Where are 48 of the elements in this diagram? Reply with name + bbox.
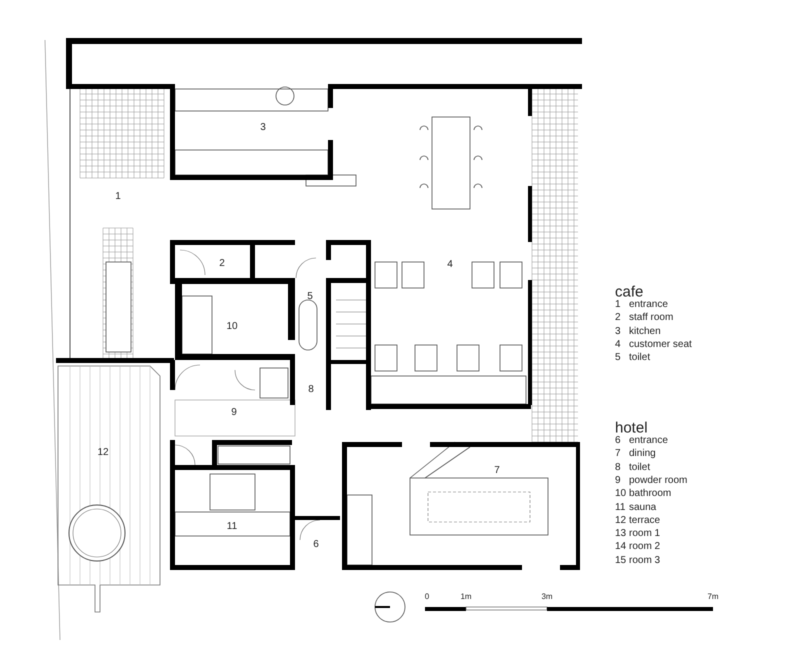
legend-number: 3 [615, 326, 621, 337]
room-number: 7 [494, 466, 500, 476]
legend-text: toilet [629, 462, 650, 473]
room-number: 10 [226, 322, 238, 332]
legend-number: 2 [615, 313, 621, 324]
room-number: 9 [231, 408, 237, 418]
legend-text: room 1 [629, 529, 660, 540]
legend-number: 8 [615, 462, 621, 473]
legend-text: bathroom [629, 489, 672, 500]
legend-number: 10 [615, 489, 626, 500]
scale-label: 0 [424, 593, 430, 601]
legend-number: 13 [615, 529, 626, 540]
legend-text: staff room [629, 313, 674, 324]
room-number: 4 [447, 260, 453, 270]
legend-number: 7 [615, 449, 621, 460]
legend-text: kitchen [629, 326, 661, 337]
legend-heading: hotel [615, 420, 648, 436]
scale-label: 1m [460, 593, 472, 601]
legend-number: 15 [615, 556, 626, 566]
legend-number: 14 [615, 542, 626, 552]
room-number: 6 [313, 540, 319, 550]
room-number: 11 [226, 522, 238, 532]
scale-label: 7m [707, 593, 719, 601]
legend-heading: cafe [615, 284, 644, 300]
legend-number: 6 [615, 436, 621, 446]
legend-number: 11 [615, 502, 626, 512]
room-number: 12 [97, 448, 109, 458]
legend-text: terrace [629, 516, 660, 526]
legend-text: room 2 [629, 542, 660, 552]
legend-number: 9 [615, 476, 621, 486]
legend-number: 4 [615, 340, 621, 350]
room-number: 5 [307, 292, 313, 302]
legend-number: 1 [615, 300, 621, 310]
room-number: 1 [115, 192, 121, 202]
room-number: 2 [219, 259, 225, 269]
legend-text: sauna [629, 502, 656, 512]
legend-number: 12 [615, 516, 626, 526]
legend-text: dining [629, 449, 656, 460]
legend-text: customer seat [629, 340, 692, 350]
legend-text: entrance [629, 300, 668, 310]
legend-text: room 3 [629, 556, 660, 566]
legend-number: 5 [615, 353, 621, 364]
scale-label: 3m [541, 593, 553, 601]
legend-text: entrance [629, 436, 668, 446]
room-number: 3 [260, 123, 266, 133]
room-number: 8 [308, 385, 314, 395]
legend-text: toilet [629, 353, 650, 364]
legend-text: powder room [629, 476, 688, 486]
